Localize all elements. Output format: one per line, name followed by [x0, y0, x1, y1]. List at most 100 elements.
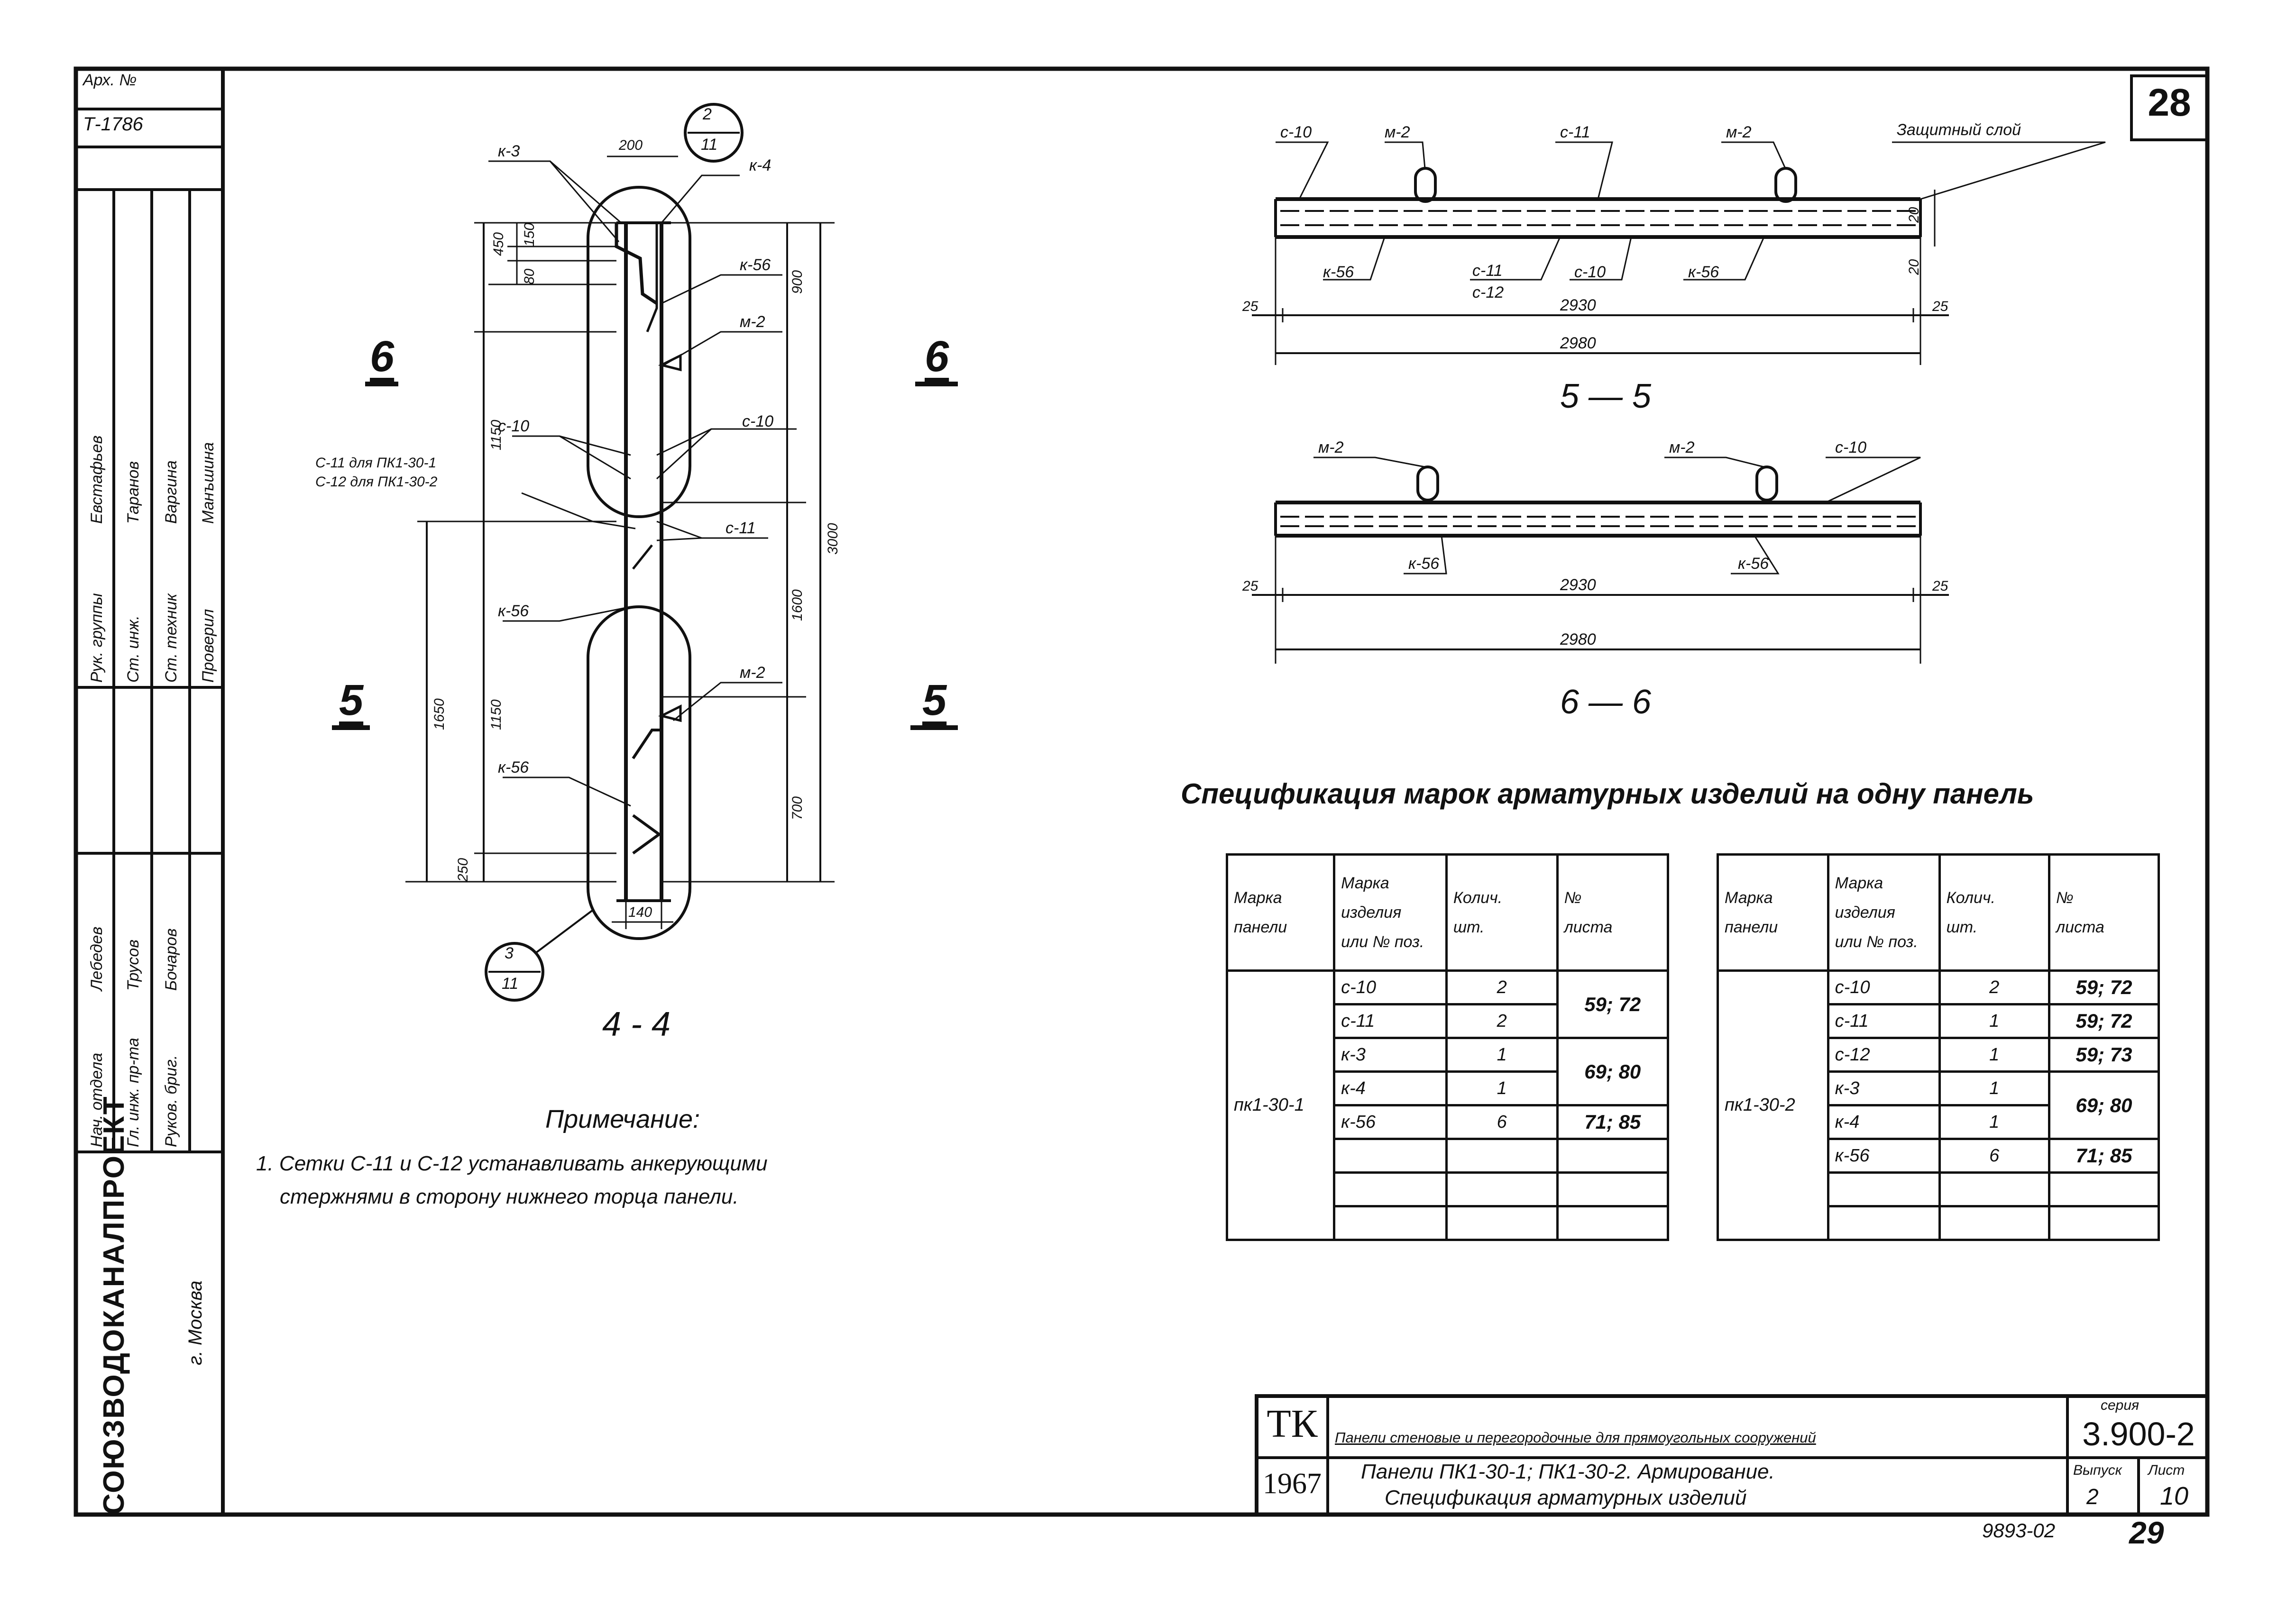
- cut-mark-6-right: 6: [925, 332, 949, 381]
- quantity-cell: 1: [1938, 1003, 2050, 1039]
- signature-name-1: Евстафьев: [88, 435, 106, 524]
- quantity-cell: 2: [1938, 969, 2050, 1005]
- sheet-cell: 69; 80: [2048, 1070, 2160, 1140]
- s66-label-k56-left: к-56: [1408, 555, 1440, 573]
- header-text: или № поз.: [1835, 933, 1918, 951]
- quantity-cell: 1: [1938, 1104, 2050, 1140]
- page-number: 29: [2129, 1515, 2164, 1550]
- header-text: Колич.: [1453, 889, 1503, 907]
- table-row: пк1-30-2 с-10 2 59; 72: [1717, 969, 2160, 1241]
- dim-900: 900: [790, 270, 805, 294]
- label-m2-top: м-2: [740, 313, 765, 331]
- table-row: к-4 1: [1718, 1104, 2159, 1140]
- label-m2-bottom: м-2: [740, 664, 765, 682]
- sheet-cell: 59; 73: [2048, 1037, 2160, 1073]
- archive-number: Т-1786: [83, 114, 143, 135]
- header-sheet-no: № листа: [2048, 853, 2160, 972]
- item-mark-cell: с-10: [1333, 969, 1448, 1005]
- panel-mark-cell: пк1-30-2: [1717, 969, 1829, 1241]
- signature-role-1: Рук. группы: [88, 593, 106, 683]
- quantity-cell: 1: [1445, 1070, 1559, 1106]
- item-mark-cell: к-56: [1333, 1104, 1448, 1140]
- quantity-cell: 2: [1445, 1003, 1559, 1039]
- callout-bottom-sheet: 11: [502, 975, 519, 993]
- header-text: №: [1564, 889, 1582, 907]
- dim-3000: 3000: [825, 523, 841, 555]
- sheet-cell: 59; 72: [2048, 969, 2160, 1005]
- dim-250: 250: [455, 858, 471, 882]
- item-mark-cell: с-12: [1827, 1037, 1941, 1073]
- header-sheet-no: № листа: [1556, 853, 1670, 972]
- stamp-series: 3.900-2: [2082, 1415, 2195, 1452]
- header-text: листа: [2056, 918, 2104, 936]
- stamp-year: 1967: [1263, 1468, 1322, 1500]
- sheet-number: 28: [2148, 81, 2191, 124]
- dim-1600: 1600: [790, 589, 805, 621]
- table-row-empty: [1227, 1205, 1670, 1241]
- label-k3: к-3: [498, 142, 520, 160]
- quantity-cell: 1: [1938, 1037, 2050, 1073]
- s55-dim-2930: 2930: [1560, 296, 1596, 314]
- dim-150: 150: [522, 222, 537, 247]
- cut-mark-6-left: 6: [370, 332, 395, 381]
- header-text: изделия: [1341, 904, 1402, 922]
- quantity-cell: 6: [1938, 1138, 2050, 1174]
- item-mark-cell: с-11: [1827, 1003, 1941, 1039]
- table-header-row: Марка панели Марка изделия или № поз. Ко…: [1717, 853, 2160, 972]
- table-row: с-11 1 59; 72: [1718, 1003, 2160, 1039]
- s55-label-c10-bottom: с-10: [1574, 263, 1606, 281]
- table-row: пк1-30-1 с-10 2 59; 72: [1225, 969, 1670, 1241]
- s55-label-c11: с-11: [1560, 123, 1590, 141]
- dim-1650: 1650: [432, 698, 447, 730]
- spec-table-pk1-30-1: Марка панели Марка изделия или № поз. Ко…: [1225, 853, 1670, 1241]
- item-mark-cell: с-10: [1827, 969, 1941, 1005]
- quantity-cell: 2: [1445, 969, 1559, 1005]
- s55-label-k56-left: к-56: [1323, 263, 1354, 281]
- dim-200: 200: [619, 137, 643, 153]
- item-mark-cell: к-3: [1827, 1070, 1941, 1106]
- label-k56-middle: к-56: [498, 602, 529, 620]
- organization-city: г. Москва: [185, 1280, 206, 1365]
- header-text: шт.: [1946, 918, 1978, 936]
- header-text: №: [2056, 889, 2074, 907]
- callout-top-sheet: 11: [701, 136, 718, 154]
- table-row: к-56 6 71; 85: [1227, 1104, 1670, 1140]
- dim-80: 80: [522, 268, 537, 284]
- organization-name: СОЮЗВОДОКАНАЛПРОЕКТ: [98, 1096, 130, 1515]
- label-k56-top: к-56: [740, 256, 771, 274]
- header-panel-mark: Марка панели: [1225, 853, 1336, 972]
- header-text: панели: [1725, 918, 1778, 936]
- dim-1150-bottom: 1150: [488, 699, 504, 730]
- stamp-sheet-label: Лист: [2148, 1462, 2185, 1478]
- s55-label-m2-left: м-2: [1385, 123, 1410, 141]
- panel-mark-cell: пк1-30-1: [1225, 969, 1336, 1241]
- stamp-line-3: Спецификация арматурных изделий: [1385, 1486, 1747, 1509]
- header-text: Марка: [1341, 874, 1389, 892]
- header-text: Колич.: [1946, 889, 1995, 907]
- note-line-2: стержнями в сторону нижнего торца панели…: [280, 1185, 739, 1208]
- s55-label-c11-bottom: с-11: [1472, 262, 1503, 280]
- dim-700: 700: [790, 796, 805, 820]
- quantity-cell: 6: [1445, 1104, 1559, 1140]
- header-text: Марка: [1234, 889, 1282, 907]
- header-text: изделия: [1835, 904, 1895, 922]
- note-title: Примечание:: [545, 1105, 700, 1133]
- header-panel-mark: Марка панели: [1717, 853, 1829, 972]
- header-text: или № поз.: [1341, 933, 1424, 951]
- section-6-6-title: 6 — 6: [1560, 683, 1652, 721]
- serial-code: 9893-02: [1982, 1519, 2056, 1542]
- table-row-empty: [1227, 1171, 1670, 1207]
- spec-title: Спецификация марок арматурных изделий на…: [1181, 778, 2034, 810]
- callout-bottom-number: 3: [505, 944, 514, 962]
- header-text: Марка: [1835, 874, 1883, 892]
- signature-name-5: Лебедев: [88, 926, 106, 991]
- sheet-cell: 71; 85: [1556, 1104, 1670, 1140]
- label-c11-note-1: С-11 для ПК1-30-1: [315, 455, 437, 471]
- label-k4: к-4: [749, 156, 771, 174]
- section-5-5-title: 5 — 5: [1560, 377, 1652, 415]
- s55-dim-bottom-cover: 20: [1906, 259, 1922, 275]
- note-line-1: 1. Сетки С-11 и С-12 устанавливать анкер…: [256, 1152, 768, 1175]
- s55-label-k56-right: к-56: [1688, 263, 1719, 281]
- stamp-sheet: 10: [2160, 1482, 2189, 1510]
- label-c10-left: с-10: [498, 417, 530, 435]
